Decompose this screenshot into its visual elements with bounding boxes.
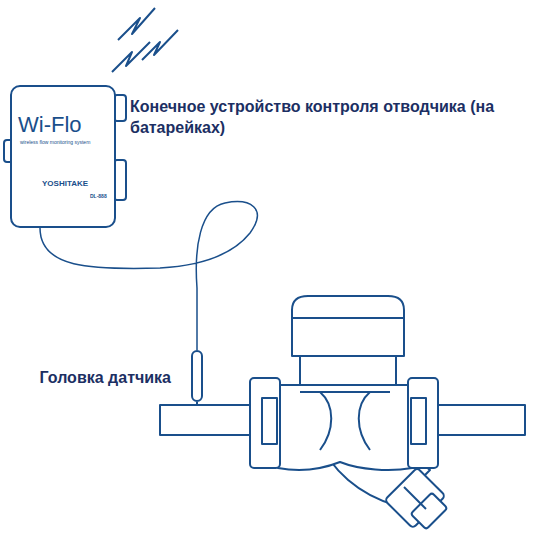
brand-logo: Wi-Flo — [18, 111, 82, 140]
inlet-flange — [250, 378, 280, 468]
trap-cap — [292, 296, 404, 356]
body-contour — [359, 392, 370, 450]
outlet-pipe — [436, 405, 525, 435]
signal-bolt — [142, 30, 178, 60]
flange-nut — [262, 398, 277, 444]
cap-line — [292, 317, 404, 319]
inlet-pipe — [160, 405, 255, 435]
signal-bolt — [118, 8, 155, 40]
logo-subtitle: wireless flow monitoring system — [20, 139, 90, 146]
body-line — [300, 391, 390, 393]
flange-nut — [411, 398, 426, 444]
outlet-flange — [408, 378, 438, 468]
model-number: DL-888 — [90, 193, 107, 200]
device-caption: Конечное устройство контроля отводчика (… — [130, 97, 550, 139]
maker-name: YOSHITAKE — [42, 179, 88, 189]
sensor-head: Головка датчика — [191, 350, 203, 402]
sensor-caption: Головка датчика — [40, 368, 171, 389]
body-contour — [320, 392, 331, 450]
sensor-stub — [196, 402, 198, 405]
cap-line — [404, 487, 426, 509]
wifi-device-housing: Wi-Flowireless flow monitoring systemYOS… — [10, 85, 116, 228]
trap-body — [278, 385, 412, 470]
